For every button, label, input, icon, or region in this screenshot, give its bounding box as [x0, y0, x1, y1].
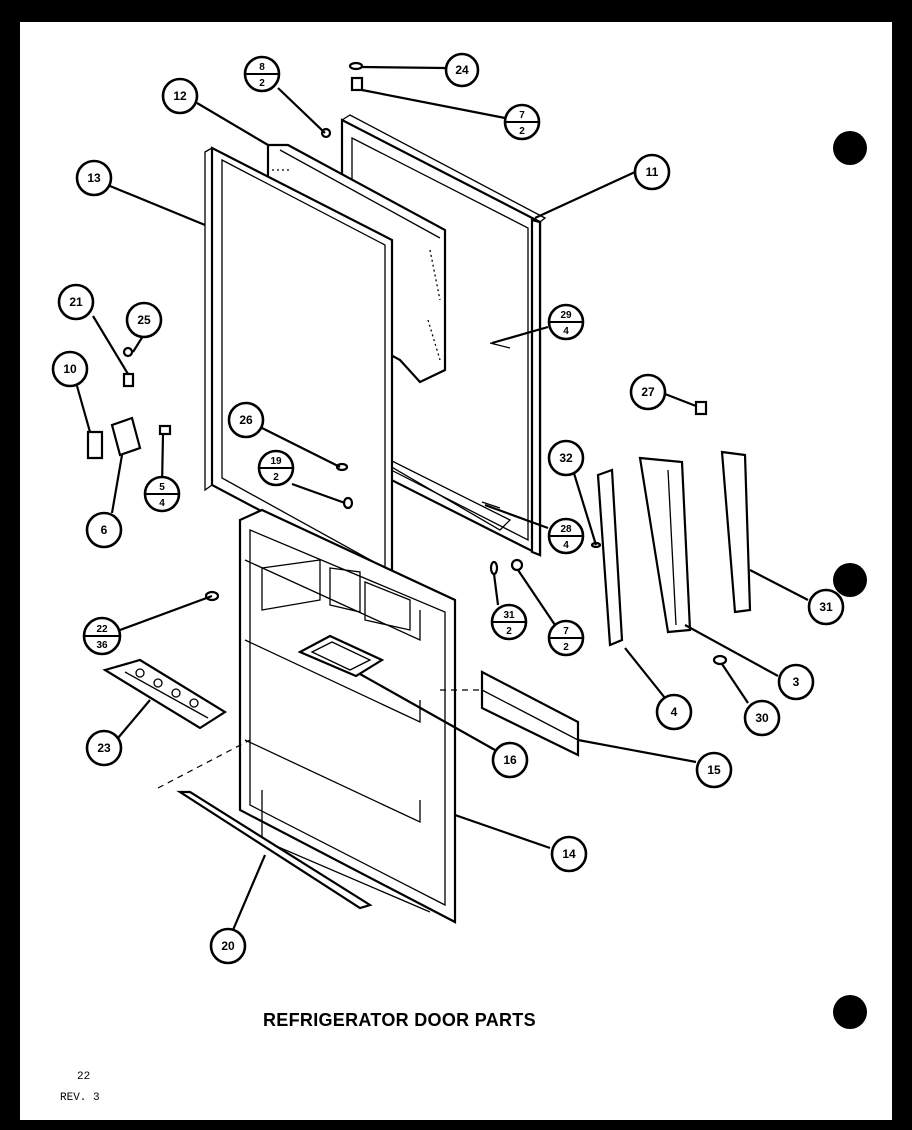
- callout-13: 13: [75, 159, 113, 197]
- svg-text:30: 30: [755, 711, 769, 725]
- svg-text:6: 6: [101, 523, 108, 537]
- svg-text:7: 7: [519, 110, 525, 121]
- svg-text:22: 22: [96, 624, 108, 635]
- svg-text:29: 29: [560, 310, 572, 321]
- svg-text:10: 10: [63, 362, 77, 376]
- screws-and-fasteners: [122, 61, 728, 666]
- svg-text:24: 24: [455, 63, 469, 77]
- svg-text:23: 23: [97, 741, 111, 755]
- svg-text:19: 19: [270, 456, 282, 467]
- callout-26: 26: [227, 401, 265, 439]
- callout-4: 4: [655, 693, 693, 731]
- callout-11: 11: [633, 153, 671, 191]
- svg-text:28: 28: [560, 524, 572, 535]
- svg-text:27: 27: [641, 385, 655, 399]
- svg-text:7: 7: [563, 626, 569, 637]
- callout-3: 3: [777, 663, 815, 701]
- hinge-strip-31: [720, 450, 752, 614]
- callout-28-4: 28 4: [547, 517, 585, 555]
- callout-10: 10: [51, 350, 89, 388]
- svg-text:3: 3: [793, 675, 800, 689]
- svg-text:16: 16: [503, 753, 517, 767]
- callout-21: 21: [57, 283, 95, 321]
- callout-32: 32: [547, 439, 585, 477]
- bottom-trim: [157, 739, 373, 910]
- callout-15: 15: [695, 751, 733, 789]
- revision-label: REV. 3: [60, 1092, 100, 1104]
- hinge-assembly-6: [86, 416, 142, 460]
- callout-31: 31: [807, 588, 845, 626]
- svg-text:8: 8: [259, 62, 265, 73]
- svg-text:36: 36: [96, 640, 108, 651]
- svg-text:20: 20: [221, 939, 235, 953]
- callout-29-4: 29 4: [547, 303, 585, 341]
- svg-text:15: 15: [707, 763, 721, 777]
- svg-text:31: 31: [503, 610, 515, 621]
- inner-door-liner: [238, 508, 457, 924]
- callout-31-2: 31 2: [490, 603, 528, 641]
- punch-hole-top: [833, 131, 867, 165]
- punch-hole-middle: [833, 563, 867, 597]
- hinge-bar-3: [638, 456, 692, 634]
- punch-hole-bottom: [833, 995, 867, 1029]
- callout-24: 24: [444, 52, 480, 88]
- svg-text:5: 5: [159, 482, 165, 493]
- svg-text:21: 21: [69, 295, 83, 309]
- svg-text:13: 13: [87, 171, 101, 185]
- callout-12: 12: [161, 77, 199, 115]
- callout-23: 23: [85, 729, 123, 767]
- svg-text:2: 2: [506, 626, 512, 637]
- svg-text:4: 4: [671, 705, 678, 719]
- callout-16: 16: [491, 741, 529, 779]
- callout-14: 14: [550, 835, 588, 873]
- callout-19-2: 19 2: [257, 449, 295, 487]
- hinge-bracket-4: [596, 468, 624, 647]
- butter-compartment: [297, 634, 385, 678]
- svg-text:2: 2: [259, 78, 265, 89]
- callout-7-2-bottom: 7 2: [547, 619, 585, 657]
- callout-5-4: 5 4: [143, 475, 181, 513]
- svg-text:12: 12: [173, 89, 187, 103]
- egg-tray: [102, 658, 228, 730]
- svg-text:32: 32: [559, 451, 573, 465]
- svg-text:4: 4: [159, 498, 165, 509]
- svg-text:14: 14: [562, 847, 576, 861]
- page-number: 22: [77, 1071, 91, 1083]
- callout-30: 30: [743, 699, 781, 737]
- svg-text:4: 4: [563, 326, 569, 337]
- shelf-rail: [440, 670, 580, 757]
- callout-7-2-top: 7 2: [503, 103, 541, 141]
- diagram-title: REFRIGERATOR DOOR PARTS: [263, 1010, 536, 1030]
- svg-text:2: 2: [519, 126, 525, 137]
- callout-20: 20: [209, 927, 247, 965]
- svg-text:2: 2: [563, 642, 569, 653]
- callout-27: 27: [629, 373, 667, 411]
- svg-text:31: 31: [819, 600, 833, 614]
- svg-text:25: 25: [137, 313, 151, 327]
- svg-text:26: 26: [239, 413, 253, 427]
- callout-22-36: 22 36: [82, 616, 122, 656]
- leader-lines: [75, 65, 809, 931]
- callout-8-2: 8 2: [243, 55, 281, 93]
- callout-6: 6: [85, 511, 123, 549]
- callout-25: 25: [125, 301, 163, 339]
- svg-text:4: 4: [563, 540, 569, 551]
- svg-text:11: 11: [646, 165, 659, 179]
- svg-text:2: 2: [273, 472, 279, 483]
